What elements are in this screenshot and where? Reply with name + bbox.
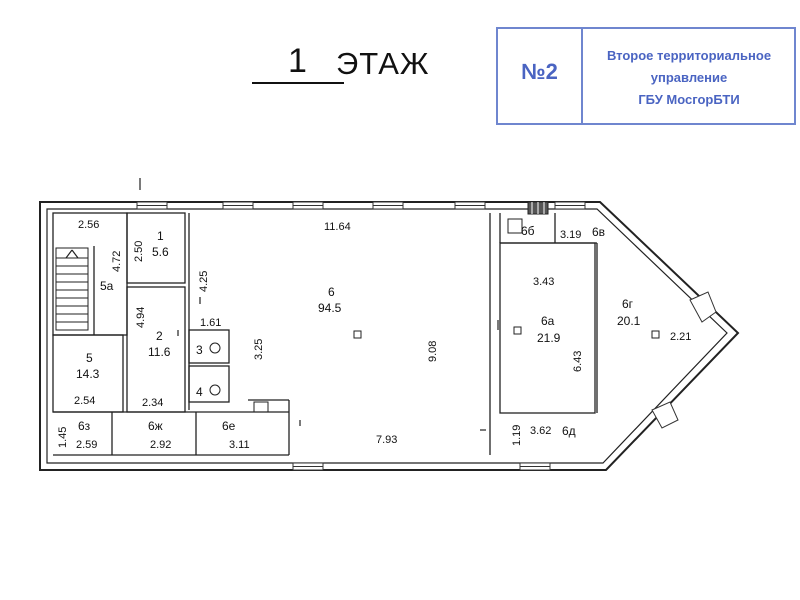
dim-3-62: 3.62	[530, 425, 551, 437]
floor-word: ЭТАЖ	[336, 46, 430, 81]
dim-2-21: 2.21	[670, 331, 691, 343]
floor-number-underline	[252, 82, 344, 84]
room-6zh-id: 6ж	[148, 419, 163, 433]
dim-2-54: 2.54	[74, 395, 95, 407]
room-6e-id: 6е	[222, 419, 236, 433]
room-5a-id: 5а	[100, 279, 114, 293]
stamp-line-2: управление	[650, 70, 728, 85]
dim-4-25: 4.25	[198, 271, 210, 292]
room-3-id: 3	[196, 343, 203, 357]
dim-3-19: 3.19	[560, 229, 581, 241]
dim-4-94: 4.94	[135, 307, 147, 328]
door-marks	[139, 178, 499, 431]
bti-stamp: №2 Второе территориальное управление ГБУ…	[496, 27, 796, 125]
stamp-divider	[581, 29, 583, 123]
room-6zh-area: 2.92	[150, 439, 171, 451]
dim-2-56: 2.56	[78, 219, 99, 231]
staircase	[55, 247, 89, 331]
dim-2-50: 2.50	[133, 241, 145, 262]
stamp-line-1: Второе территориальное	[606, 48, 772, 63]
room-6d-id: 6д	[562, 424, 576, 438]
room-6g-area: 20.1	[617, 314, 641, 328]
room-6a-id: 6а	[541, 314, 555, 328]
floor-number: 1	[288, 42, 307, 80]
dim-2-34: 2.34	[142, 397, 163, 409]
room-2-area: 11.6	[148, 345, 171, 359]
dim-4-72: 4.72	[111, 251, 123, 272]
room-6a-area: 21.9	[537, 331, 561, 345]
room-6z-area: 2.59	[76, 439, 97, 451]
room-6-id: 6	[328, 285, 335, 299]
stamp-number: №2	[521, 59, 558, 84]
dim-1-19: 1.19	[511, 425, 523, 446]
dim-9-08: 9.08	[427, 341, 439, 362]
windows	[136, 201, 717, 471]
sanitary-fixtures	[209, 218, 523, 413]
room-5-area: 14.3	[76, 367, 100, 381]
column-marks	[353, 326, 660, 339]
interior-walls	[52, 212, 598, 456]
room-6e-area: 3.11	[229, 439, 250, 451]
dim-3-43: 3.43	[533, 276, 554, 288]
room-1-area: 5.6	[152, 245, 169, 259]
stamp-line-3: ГБУ МосгорБТИ	[638, 92, 740, 107]
room-6v-id: 6в	[592, 225, 605, 239]
room-6g-id: 6г	[622, 297, 634, 311]
dim-6-43: 6.43	[572, 351, 584, 372]
floor-title: 1 ЭТАЖ	[250, 40, 480, 90]
dim-3-25: 3.25	[253, 339, 265, 360]
room-2-id: 2	[156, 329, 163, 343]
room-6b-id: 6б	[521, 224, 535, 238]
room-6-area: 94.5	[318, 301, 342, 315]
dim-1-45: 1.45	[57, 427, 69, 448]
dim-1-61: 1.61	[200, 317, 221, 329]
room-4-id: 4	[196, 385, 203, 399]
room-1-id: 1	[157, 229, 164, 243]
room-6z-id: 6з	[78, 419, 91, 433]
room-5-id: 5	[86, 351, 93, 365]
outer-walls	[39, 201, 740, 471]
stamp-text: Второе территориальное управление ГБУ Мо…	[584, 45, 794, 111]
dim-7-93: 7.93	[376, 434, 397, 446]
chimney-block	[527, 201, 549, 215]
dim-11-64: 11.64	[324, 221, 351, 233]
